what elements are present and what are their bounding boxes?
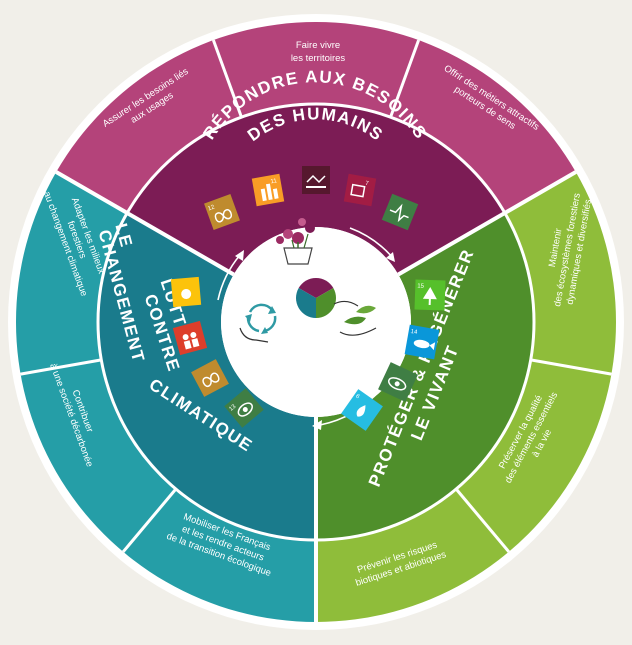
flowers-icon bbox=[276, 218, 315, 265]
handshake-icon bbox=[302, 166, 330, 194]
center-circle bbox=[221, 227, 411, 417]
ring-separator bbox=[211, 39, 243, 118]
sun-icon bbox=[170, 276, 202, 308]
ring-separator bbox=[530, 358, 612, 376]
ring-separator bbox=[389, 39, 421, 118]
fish-icon: 14 bbox=[404, 324, 440, 360]
center-pie bbox=[296, 278, 336, 318]
svg-text:6: 6 bbox=[354, 394, 361, 401]
vivant-sdg-icons: 15 14 6 bbox=[341, 279, 446, 431]
sun-icon: 7 bbox=[343, 173, 377, 207]
climat-sdg-icons: 13 bbox=[170, 276, 264, 428]
humains-outer-band bbox=[56, 22, 576, 213]
sector-boundary bbox=[55, 170, 235, 277]
svg-text:15: 15 bbox=[417, 284, 425, 290]
inner-ring-border bbox=[96, 102, 536, 542]
sector-boundary bbox=[397, 170, 577, 277]
water-drop-icon: 6 bbox=[341, 389, 383, 431]
svg-text:14: 14 bbox=[410, 329, 418, 336]
ring-separators bbox=[20, 39, 612, 622]
eye-icon bbox=[378, 362, 418, 402]
vivant-inner-band bbox=[316, 213, 534, 540]
svg-text:12: 12 bbox=[207, 204, 216, 212]
people-icon bbox=[172, 320, 208, 356]
arrow-head-icon bbox=[312, 420, 322, 430]
vivant-outer-band bbox=[316, 172, 616, 623]
outer-label-line: Faire vivre bbox=[296, 40, 340, 51]
humains-outer-label-2: Faire vivre les territoires bbox=[291, 40, 346, 64]
ring-separator bbox=[454, 488, 510, 553]
humains-sdg-icons: 12 11 7 bbox=[204, 166, 419, 231]
infinity-icon: 12 bbox=[204, 194, 240, 230]
ring-separator bbox=[20, 358, 102, 376]
svg-text:11: 11 bbox=[270, 178, 278, 185]
recycle-hand-icon bbox=[239, 303, 277, 343]
climat-outer-band bbox=[16, 172, 317, 622]
center-pie-slice bbox=[316, 288, 336, 318]
hand-leaf-icon bbox=[333, 300, 377, 336]
arrow-head-icon bbox=[386, 252, 395, 262]
city-icon: 11 bbox=[251, 173, 285, 207]
center-pie-slice bbox=[296, 288, 316, 318]
ring-separator bbox=[122, 488, 178, 553]
infinity-icon bbox=[191, 359, 229, 397]
globe-eye-icon: 13 bbox=[224, 388, 264, 428]
svg-text:7: 7 bbox=[365, 181, 370, 188]
outer-label-line: les territoires bbox=[291, 53, 346, 64]
arrow-head-icon bbox=[235, 250, 244, 261]
svg-text:13: 13 bbox=[228, 403, 237, 412]
heartbeat-icon bbox=[381, 193, 419, 231]
tree-icon: 15 bbox=[414, 279, 446, 311]
